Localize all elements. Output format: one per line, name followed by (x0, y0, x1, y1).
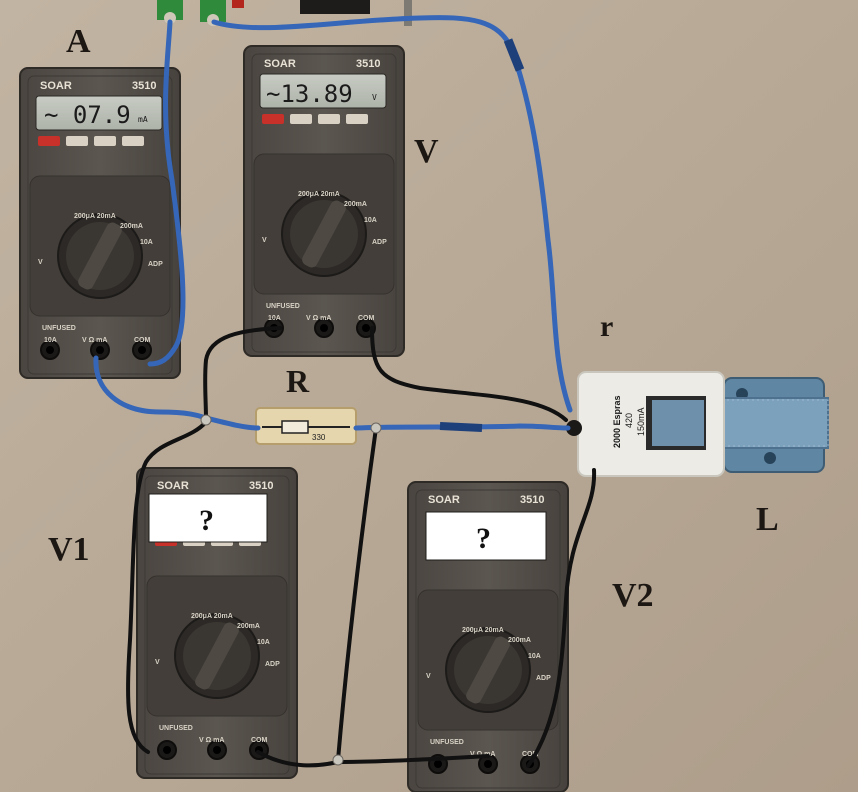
label-a: A (66, 23, 91, 60)
ammeter-reading: ~ 07.9 (44, 101, 131, 129)
wire-junctions (200, 414, 382, 766)
v1-dial-10a: 10A (257, 639, 270, 646)
voltmeter-v1: SOAR 3510 ? 200μA 20mA 200mA 10A V ADP U… (136, 467, 298, 779)
ammeter-com: COM (134, 337, 151, 344)
v2-dial-adp: ADP (536, 675, 551, 682)
ammeter-dial-mid: 200mA (120, 223, 143, 230)
v2-dial-v: V (426, 673, 431, 680)
voltmeter-dial-10a: 10A (364, 217, 377, 224)
v2-dial-10a: 10A (528, 653, 541, 660)
label-v: V (414, 133, 439, 170)
voltmeter-dial-v: V (262, 237, 267, 244)
label-l: L (756, 501, 779, 538)
v2-unfused: UNFUSED (430, 739, 464, 746)
ammeter-brand: SOAR (40, 80, 72, 92)
ammeter-dial-v: V (38, 259, 43, 266)
v2-brand: SOAR (428, 494, 460, 506)
v1-brand: SOAR (157, 480, 189, 492)
resistor-value: 330 (312, 433, 326, 442)
ammeter-vohm: V Ω mA (82, 337, 107, 344)
voltmeter-unit: V (372, 93, 377, 102)
voltmeter-unfused: UNFUSED (266, 303, 300, 310)
v1-dial-adp: ADP (265, 661, 280, 668)
voltmeter-10a: 10A (268, 315, 281, 322)
voltmeter-brand: SOAR (264, 58, 296, 70)
v2-dial-top: 200μA 20mA (462, 627, 504, 634)
v2-dial-mid: 200mA (508, 637, 531, 644)
inductor-coil: 2000 Espras 420 150mA (566, 371, 829, 477)
label-r-small: r (600, 310, 613, 343)
label-r: R (286, 363, 310, 399)
ammeter-10a: 10A (44, 337, 57, 344)
v1-com: COM (251, 737, 268, 744)
v2-com: COM (522, 751, 539, 758)
ammeter-dial-10a: 10A (140, 239, 153, 246)
v2-reading: ? (476, 522, 491, 555)
v1-vohm: V Ω mA (199, 737, 224, 744)
voltmeter-model: 3510 (356, 58, 380, 70)
ammeter-a: SOAR 3510 ~ 07.9 mA 200μA 20mA 200mA 10A… (19, 67, 181, 379)
v1-dial-mid: 200mA (237, 623, 260, 630)
voltmeter-dial-top: 200μA 20mA (298, 191, 340, 198)
voltmeter-v2: SOAR 3510 ? 200μA 20mA 200mA 10A V ADP U… (407, 481, 569, 792)
voltmeter-reading: ~13.89 (266, 80, 353, 108)
voltmeter-com: COM (358, 315, 375, 322)
v1-model: 3510 (249, 480, 273, 492)
v1-unfused: UNFUSED (159, 725, 193, 732)
blue-wire-sleeve (503, 38, 525, 72)
ammeter-dial-adp: ADP (148, 261, 163, 268)
v2-model: 3510 (520, 494, 544, 506)
label-v2: V2 (612, 577, 654, 614)
blue-wire-sleeve-2 (439, 422, 483, 432)
voltmeter-dial-mid: 200mA (344, 201, 367, 208)
ammeter-unfused: UNFUSED (42, 325, 76, 332)
resistor-r: 330 (255, 407, 357, 445)
ammeter-dial-top: 200μA 20mA (74, 213, 116, 220)
label-v1: V1 (48, 531, 90, 568)
v1-reading: ? (199, 504, 214, 537)
ammeter-model: 3510 (132, 80, 156, 92)
voltmeter-v: SOAR 3510 ~13.89 V 200μA 20mA 200mA 10A … (243, 45, 405, 357)
ammeter-unit: mA (138, 115, 148, 124)
v1-dial-top: 200μA 20mA (191, 613, 233, 620)
v1-dial-v: V (155, 659, 160, 666)
power-terminals (157, 0, 412, 26)
coil-turns: 2000 Espras (612, 395, 622, 448)
voltmeter-vohm: V Ω mA (306, 315, 331, 322)
voltmeter-dial-adp: ADP (372, 239, 387, 246)
coil-ohms: 420 (624, 413, 634, 428)
coil-current: 150mA (636, 407, 646, 436)
